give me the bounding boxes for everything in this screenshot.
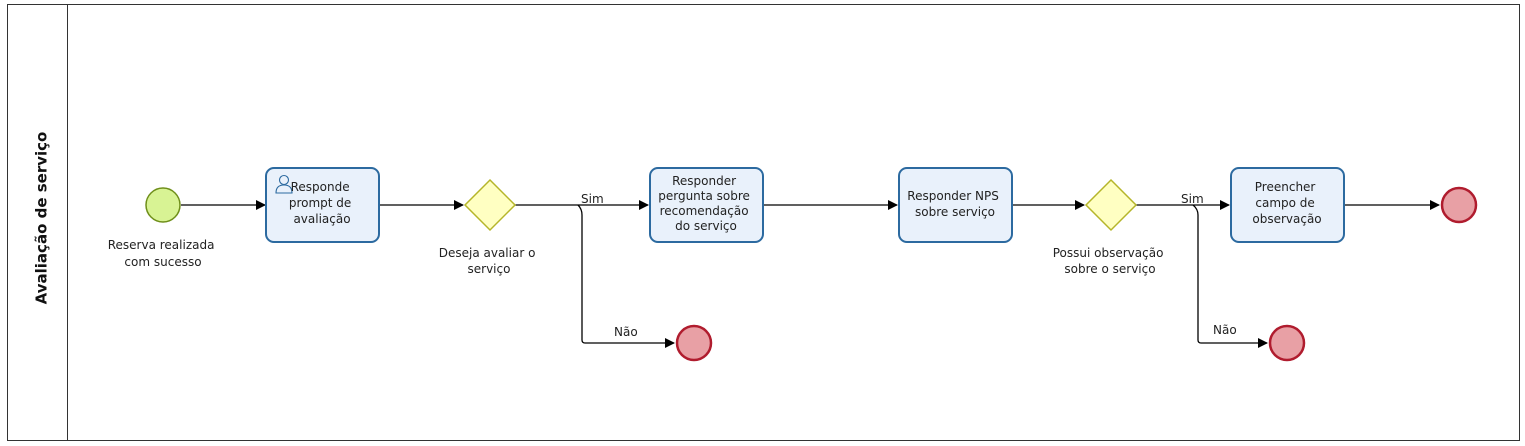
flow-g1-to-end2 [577, 204, 675, 348]
pool-title: Avaliação de serviço [33, 132, 51, 305]
task-responde-prompt: Responde prompt de avaliação [265, 167, 380, 243]
task-responder-nps-label: Responder NPS sobre serviço [907, 189, 1002, 219]
flow-label-g2-yes: Sim [1181, 192, 1204, 206]
end-event-nao-avaliar [675, 324, 713, 362]
sequence-flows [181, 200, 1440, 348]
start-event [145, 187, 181, 223]
end-event-sem-observacao [1268, 324, 1306, 362]
flow-label-g1-yes: Sim [581, 192, 604, 206]
flow-label-g2-no: Não [1213, 323, 1237, 337]
task-preencher-campo: Preencher campo de observação [1230, 167, 1345, 243]
user-icon [275, 174, 293, 194]
gateway-possui-observacao-label: Possui observação sobre o serviço [1053, 246, 1168, 276]
gateway-deseja-avaliar-label: Deseja avaliar o serviço [439, 246, 540, 276]
task-preencher-campo-label: Preencher campo de observação [1252, 180, 1321, 226]
start-event-label: Reserva realizada com sucesso [108, 238, 219, 269]
flow-label-g1-no: Não [614, 325, 638, 339]
gateway-possui-observacao [1084, 178, 1138, 232]
end-event-final [1440, 186, 1478, 224]
task-responde-prompt-label: Responde prompt de avaliação [289, 180, 355, 226]
flow-g2-to-end4 [1192, 204, 1268, 348]
task-responder-pergunta-label: Responder pergunta sobre recomendação do… [658, 174, 754, 233]
gateway-deseja-avaliar [463, 178, 517, 232]
task-responder-pergunta: Responder pergunta sobre recomendação do… [649, 167, 764, 243]
task-responder-nps: Responder NPS sobre serviço [898, 167, 1013, 243]
